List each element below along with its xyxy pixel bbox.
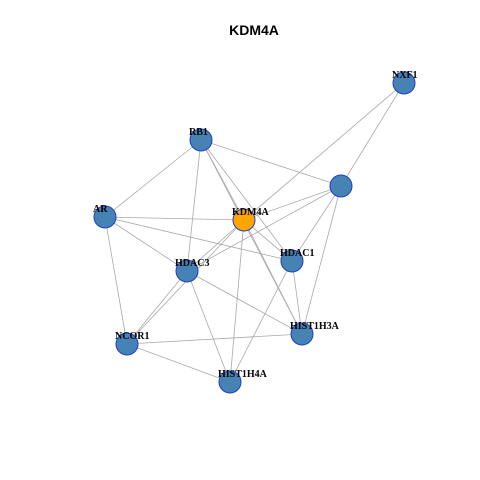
node-circle-hdac3 [175, 259, 199, 283]
node-circle-nxf1 [392, 71, 416, 95]
edge-rb1-ar [104, 139, 202, 218]
node-hdac1: HDAC1 [280, 248, 314, 273]
edge-hdac1-hist1h3a [291, 260, 303, 335]
node-circle-rb1 [189, 128, 213, 152]
diagram-title: KDM4A [229, 22, 279, 38]
node-label-ar: AR [93, 204, 108, 215]
edge-ncor1-hist1h4a [126, 343, 231, 383]
node-ncor1: NCOR1 [115, 331, 149, 356]
node-unlabeled [329, 174, 353, 198]
edge-unlabeled-kdm4a [243, 185, 342, 221]
node-circle-ar [93, 205, 117, 229]
edge-kdm4a-hdac3 [186, 219, 245, 272]
node-label-rb1: RB1 [189, 127, 208, 138]
node-circle-unlabeled [329, 174, 353, 198]
edge-rb1-hdac3 [186, 139, 202, 272]
node-hist1h3a: HIST1H3A [290, 321, 340, 346]
edge-ncor1-hist1h3a [126, 333, 303, 345]
node-label-hist1h4a: HIST1H4A [218, 369, 268, 380]
edge-hdac3-ncor1 [126, 270, 188, 345]
edge-layer [104, 82, 405, 383]
node-label-nxf1: NXF1 [392, 70, 418, 81]
edge-unlabeled-hdac3 [186, 185, 342, 272]
edge-hdac1-hist1h4a [229, 260, 293, 383]
node-kdm4a: KDM4A [232, 207, 269, 232]
node-circle-kdm4a [232, 208, 256, 232]
edge-hdac3-hist1h4a [186, 270, 231, 383]
edge-ar-kdm4a [104, 216, 245, 221]
node-rb1: RB1 [189, 127, 213, 152]
edge-ar-hdac3 [104, 216, 188, 272]
node-label-hist1h3a: HIST1H3A [290, 321, 340, 332]
node-circle-hdac1 [280, 249, 304, 273]
node-label-hdac3: HDAC3 [175, 258, 209, 269]
edge-unlabeled-hist1h3a [301, 185, 342, 335]
node-label-hdac1: HDAC1 [280, 248, 314, 259]
edge-hdac3-hist1h3a [186, 270, 303, 335]
node-circle-ncor1 [115, 332, 139, 356]
edge-nxf1-unlabeled [340, 82, 405, 187]
edge-rb1-unlabeled [200, 139, 342, 187]
node-label-ncor1: NCOR1 [115, 331, 149, 342]
node-circle-hist1h4a [218, 370, 242, 394]
node-hdac3: HDAC3 [175, 258, 209, 283]
node-ar: AR [93, 204, 117, 229]
node-label-kdm4a: KDM4A [232, 207, 269, 218]
edge-kdm4a-hist1h3a [243, 219, 303, 335]
edge-nxf1-kdm4a [243, 82, 405, 221]
edge-ar-ncor1 [104, 216, 128, 345]
node-nxf1: NXF1 [392, 70, 418, 95]
edge-kdm4a-hist1h4a [229, 219, 245, 383]
edge-unlabeled-hdac1 [291, 185, 342, 262]
node-circle-hist1h3a [290, 322, 314, 346]
edge-rb1-hdac1 [200, 139, 293, 262]
node-hist1h4a: HIST1H4A [218, 369, 268, 394]
